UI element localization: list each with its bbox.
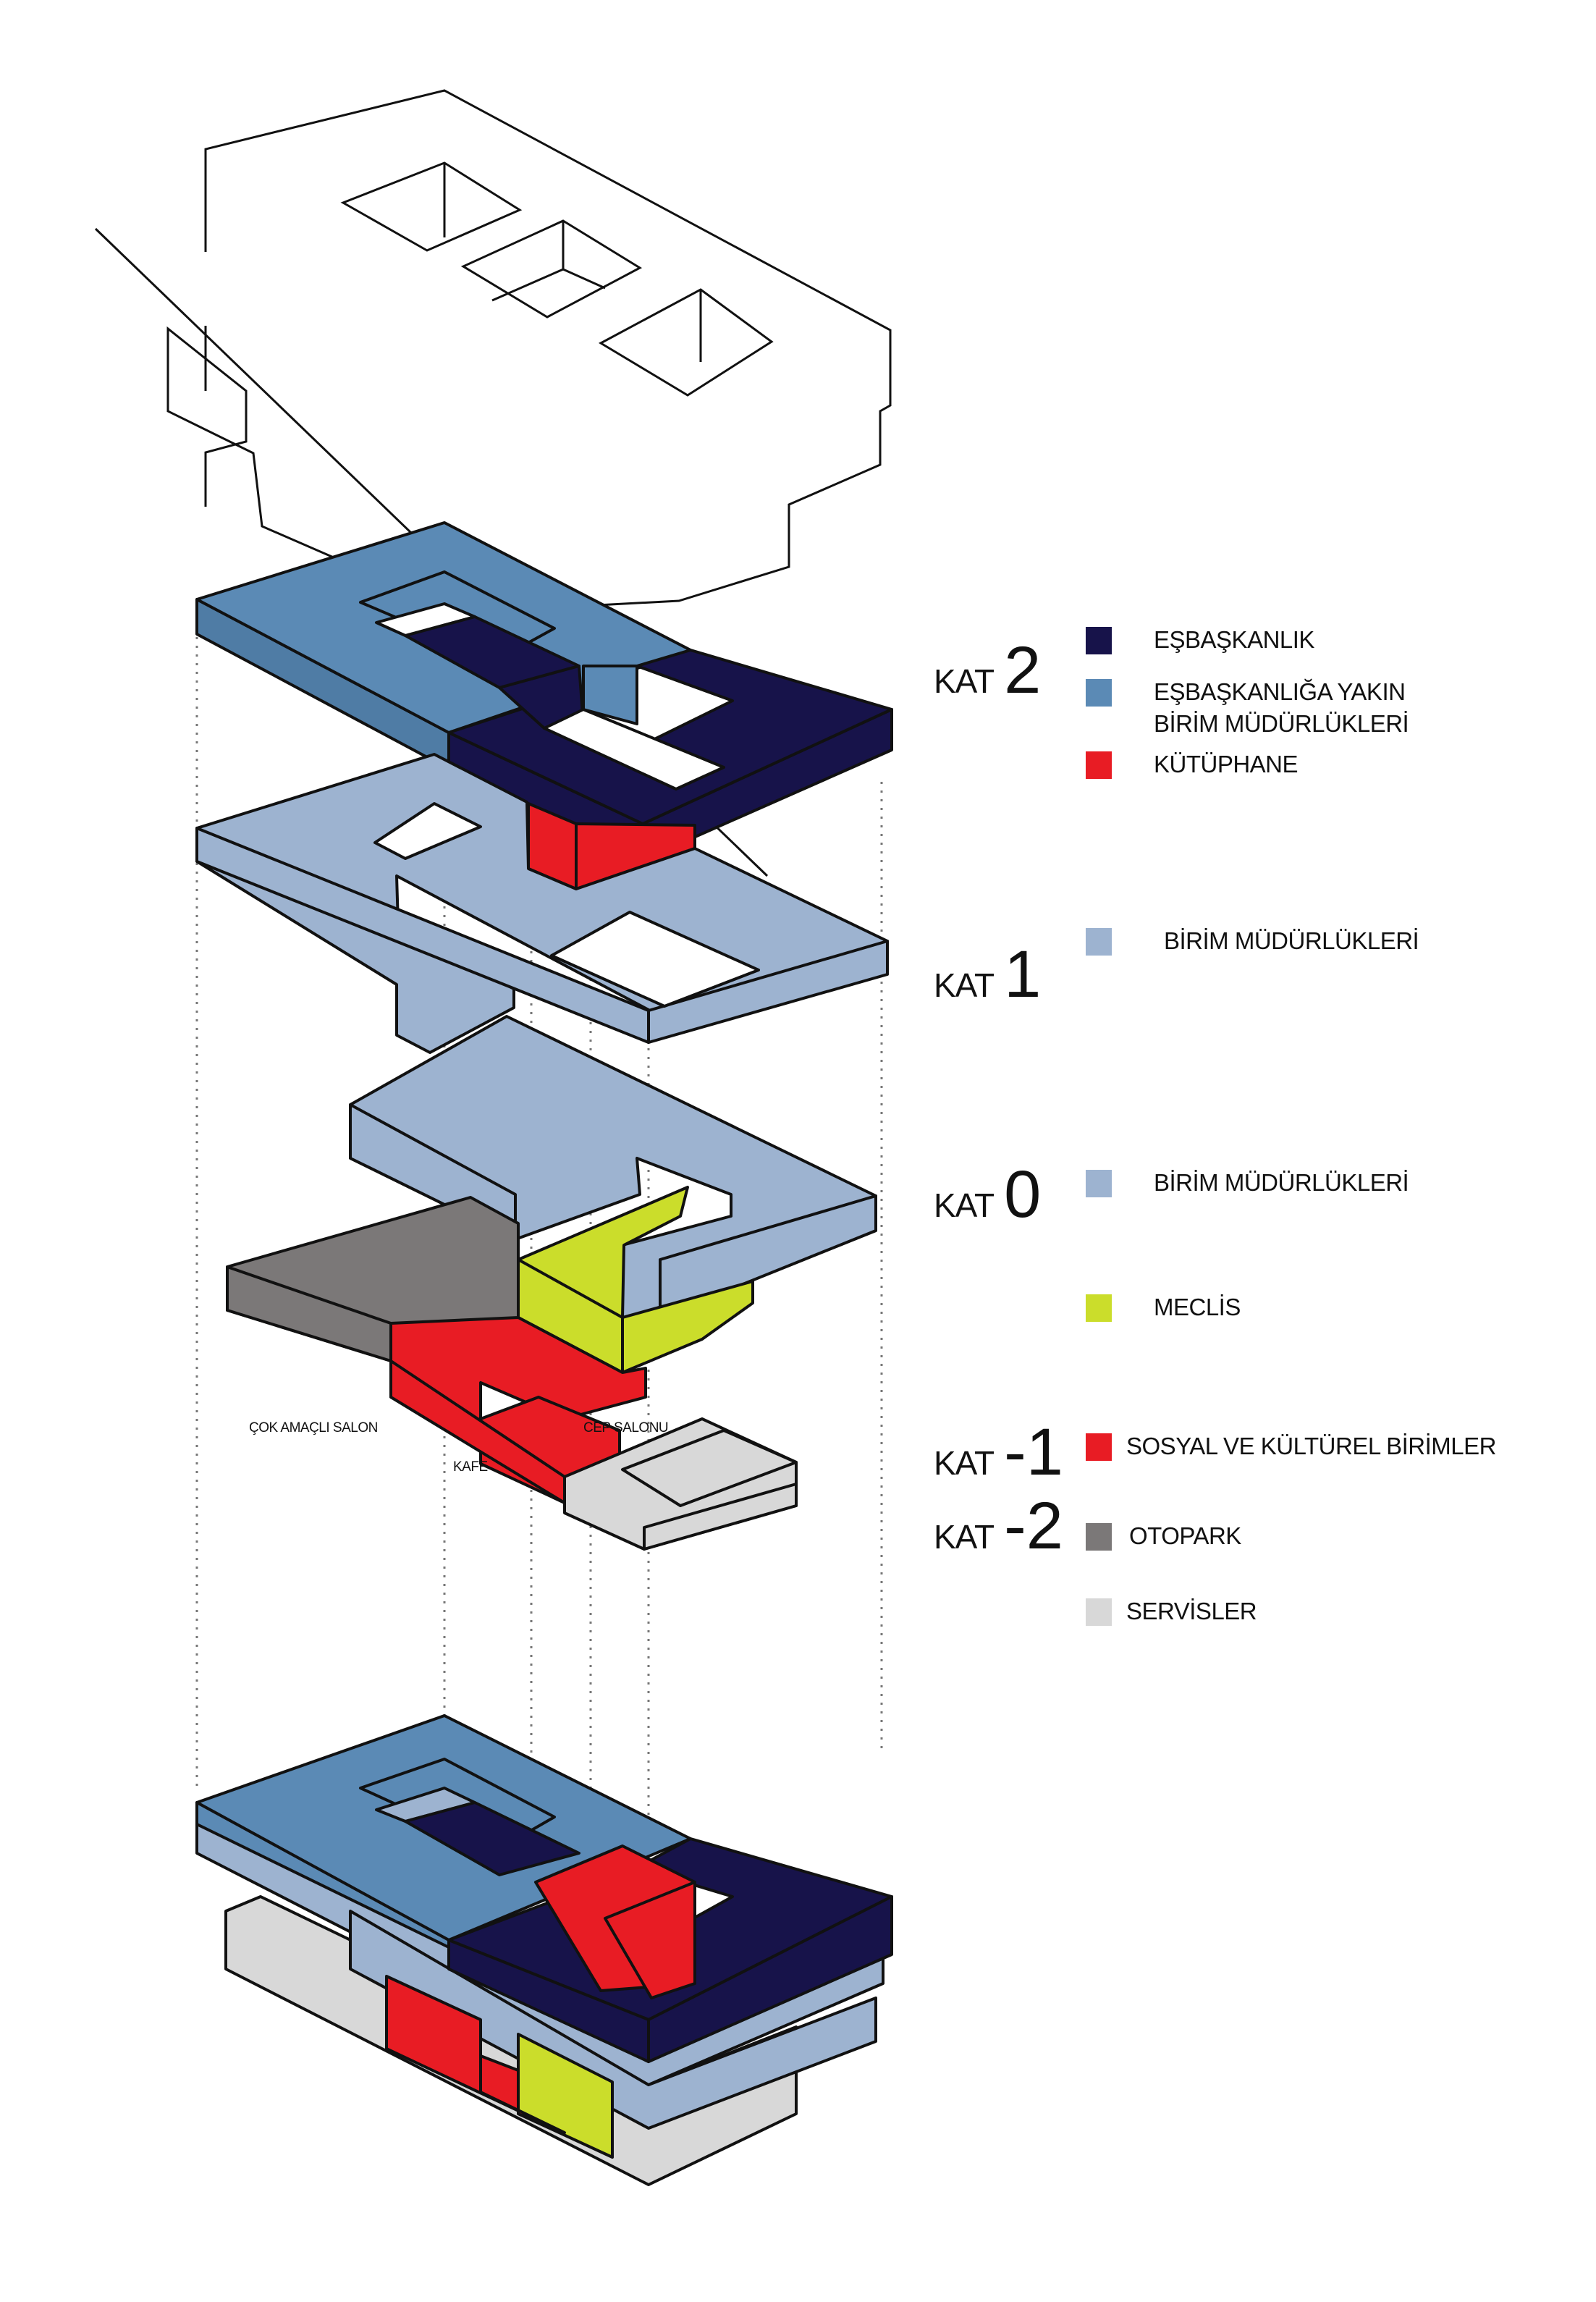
floor-2-block	[195, 521, 893, 861]
legend-item-parking: OTOPARK	[1086, 1520, 1241, 1552]
assembled-building	[195, 1714, 893, 2186]
label-cafe: KAFE	[453, 1459, 488, 1475]
legend-item-near-units: EŞBAŞKANLIĞA YAKIN BİRİM MÜDÜRLÜKLERİ	[1086, 676, 1409, 740]
legend-item-social-cultural: SOSYAL VE KÜLTÜREL BİRİMLER	[1086, 1430, 1497, 1462]
library-block	[527, 802, 696, 890]
legend-swatch	[1086, 928, 1112, 956]
legend-swatch	[1086, 1523, 1112, 1551]
label-pocket-hall: CEP SALONU	[583, 1420, 669, 1435]
label-multipurpose-hall: ÇOK AMAÇLI SALON	[249, 1420, 378, 1435]
floor-1-block	[195, 753, 889, 1054]
floor-label-kat-minus-1: KAT-1	[934, 1415, 1063, 1489]
legend-item-esbaskanlik: EŞBAŞKANLIK	[1086, 624, 1314, 656]
floor-label-kat-minus-2: KAT-2	[934, 1489, 1063, 1563]
legend-swatch	[1086, 1433, 1112, 1461]
legend-item-council: MECLİS	[1086, 1291, 1241, 1323]
legend-swatch	[1086, 751, 1112, 779]
legend-swatch	[1086, 1294, 1112, 1322]
floor-minus-block	[226, 1196, 798, 1551]
legend-swatch	[1086, 679, 1112, 707]
legend-item-units-kat0: BİRİM MÜDÜRLÜKLERİ	[1086, 1167, 1409, 1199]
legend-swatch	[1086, 1598, 1112, 1626]
legend-swatch	[1086, 1170, 1112, 1197]
legend-item-library: KÜTÜPHANE	[1086, 749, 1299, 780]
legend-swatch	[1086, 627, 1112, 654]
legend-item-services: SERVİSLER	[1086, 1595, 1257, 1627]
legend-item-units-kat1: BİRİM MÜDÜRLÜKLERİ	[1086, 925, 1419, 957]
